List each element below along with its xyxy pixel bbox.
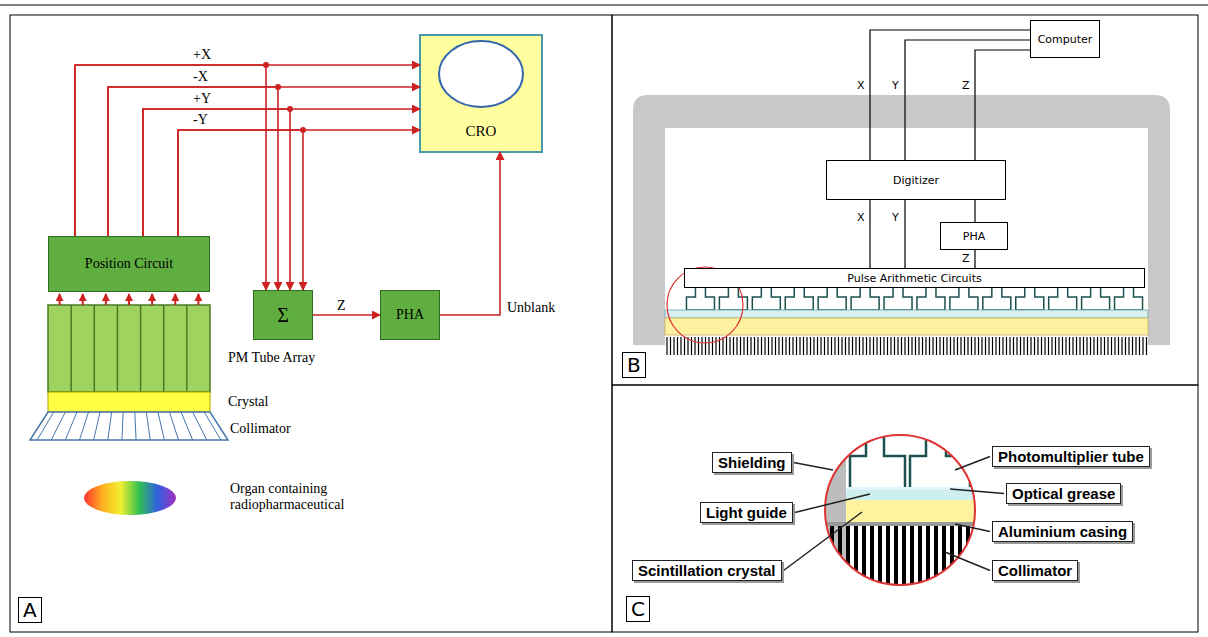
pm-tube-outputs — [60, 294, 199, 305]
signal-label: Z — [336, 298, 347, 313]
part-label: Crystal — [228, 394, 268, 410]
callout-label: Collimator — [992, 560, 1078, 581]
box-label: Pulse Arithmetic Circuits — [847, 272, 981, 285]
signal-line — [975, 250, 976, 268]
signal-line — [178, 130, 420, 236]
signal-path — [974, 250, 975, 268]
signal-label: +Y — [192, 91, 212, 106]
signal-line — [313, 315, 380, 316]
panel-letter: C — [626, 596, 650, 622]
signal-path — [440, 152, 500, 315]
panel-frame — [612, 15, 1198, 385]
signal-label: Z — [961, 80, 971, 92]
collimator-septa — [667, 337, 1147, 355]
signal-path — [143, 109, 420, 236]
signal-line — [975, 200, 976, 222]
pm-tube-array — [48, 305, 210, 392]
zoom-detail — [820, 430, 986, 590]
callout-label: Light guide — [700, 502, 793, 523]
signal-label: +X — [192, 47, 212, 62]
signal-path — [75, 65, 266, 290]
top-rule — [0, 5, 1208, 6]
organ — [84, 481, 176, 515]
signal-line — [905, 200, 906, 268]
junction-dot — [287, 106, 293, 112]
box-label: CRO — [466, 123, 497, 140]
panel-frame — [612, 385, 1198, 632]
callout-label: Shielding — [712, 452, 792, 473]
box-label: PHA — [963, 230, 985, 243]
pha-box: PHA — [940, 222, 1008, 250]
signal-path — [75, 65, 420, 236]
junction-dot — [263, 62, 269, 68]
cro-screen-box — [420, 35, 542, 152]
shielding-housing — [633, 95, 1170, 345]
signal-label: Unblank — [506, 300, 556, 315]
signal-label: X — [856, 80, 866, 92]
signal-label: Y — [891, 80, 900, 92]
pulse-arithmetic-box: Pulse Arithmetic Circuits — [684, 268, 1145, 288]
signal-label: -X — [192, 69, 209, 84]
callout-label: Aluminium casing — [992, 521, 1133, 542]
signal-path — [974, 200, 975, 222]
signal-line — [905, 40, 1030, 160]
box-label: Σ — [277, 304, 289, 327]
pm-tube-dividers — [71, 305, 187, 392]
signal-line — [75, 65, 420, 236]
box-label: Position Circuit — [85, 256, 173, 272]
junction-dot — [300, 127, 306, 133]
computer-box: Computer — [1030, 20, 1100, 58]
signal-line — [143, 109, 420, 236]
callout-label: Photomultiplier tube — [992, 446, 1150, 467]
leader-line — [784, 512, 862, 571]
signal-path — [313, 314, 380, 316]
leader-line — [955, 457, 990, 471]
leader-line — [795, 494, 870, 513]
panel-letter: B — [622, 352, 646, 378]
crystal — [48, 392, 210, 412]
cro-display: CRO — [420, 35, 542, 152]
signal-label: Y — [891, 212, 900, 224]
panel-letter: A — [18, 597, 42, 623]
position-circuit: Position Circuit — [48, 236, 210, 292]
signal-line — [870, 30, 1030, 160]
leader-line — [945, 552, 990, 571]
signal-path — [869, 200, 870, 268]
cro-screen — [439, 41, 523, 107]
zoom-circle — [825, 435, 975, 585]
pha-box: PHA — [380, 290, 440, 340]
collimator — [30, 412, 228, 440]
leader-line — [955, 524, 990, 532]
collimator-septa — [37, 412, 221, 440]
signal-line — [975, 50, 1030, 160]
callout-label: Scintillation crystal — [632, 560, 782, 581]
signal-path — [178, 130, 420, 236]
panel-frame — [10, 15, 612, 632]
part-label: Organ containing radiopharmaceutical — [230, 481, 375, 513]
junction-dot — [275, 84, 281, 90]
leader-line — [950, 489, 1004, 494]
box-label: Digitizer — [893, 174, 939, 187]
signal-path — [975, 50, 1030, 160]
signal-label: -Y — [192, 112, 209, 127]
part-label: PM Tube Array — [228, 350, 315, 366]
signal-path — [905, 40, 1030, 160]
signal-path — [904, 200, 905, 268]
leader-line — [794, 463, 834, 471]
signal-line — [440, 152, 500, 315]
signal-label: Z — [961, 253, 971, 265]
summing-box: Σ — [253, 290, 313, 340]
box-label: Computer — [1038, 33, 1093, 46]
part-label: Collimator — [230, 421, 291, 437]
signal-label: X — [856, 212, 866, 224]
box-label: PHA — [396, 307, 424, 323]
scintillation-crystal — [665, 318, 1148, 335]
digitizer-box: Digitizer — [826, 160, 1006, 200]
photomultiplier-tubes — [686, 288, 1142, 310]
light-guide — [665, 310, 1148, 318]
signal-path — [870, 30, 1030, 160]
callout-label: Optical grease — [1006, 483, 1121, 504]
signal-line — [870, 200, 871, 268]
